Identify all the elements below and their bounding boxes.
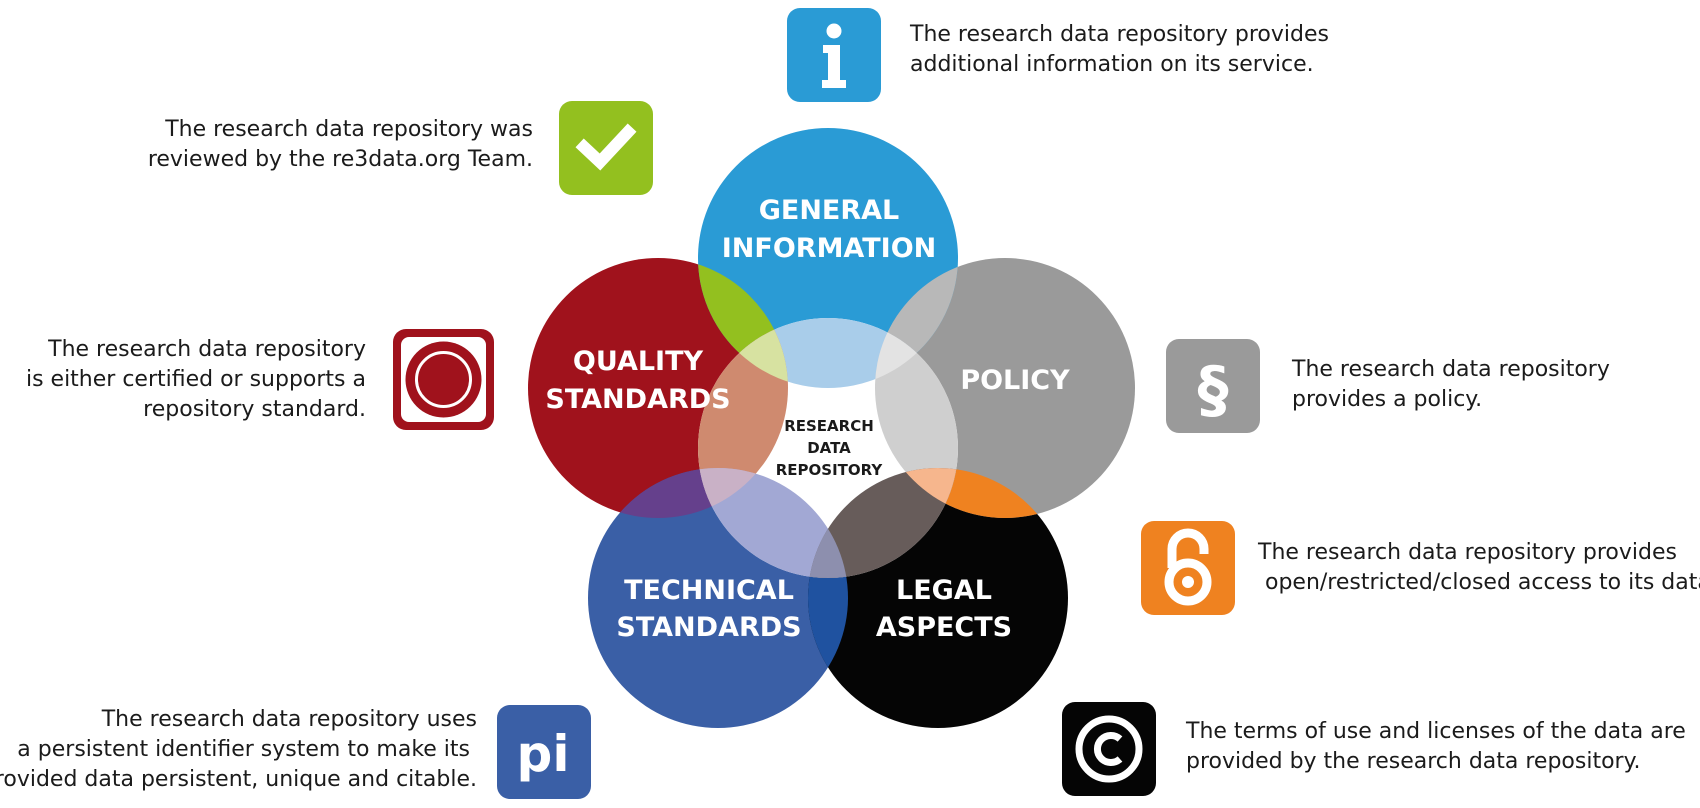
reviewed-description-line-1: The research data repository was [165, 117, 533, 142]
open-access-lock-icon [1141, 521, 1235, 615]
access-description-line-2: open/restricted/closed access to its dat… [1258, 570, 1700, 595]
access-description-line-1: The research data repository provides [1258, 540, 1677, 565]
pid-description-line-2: a persistent identifier system to make i… [17, 737, 477, 762]
center-label-3: REPOSITORY [776, 461, 884, 479]
info-description-line-1: The research data repository provides [910, 22, 1329, 47]
overlap-general-quality [698, 258, 788, 388]
technical-standards-label-2: STANDARDS [616, 612, 801, 643]
policy-description: The research data repository provides a … [1292, 355, 1610, 415]
license-description-line-1: The terms of use and licenses of the dat… [1186, 719, 1686, 744]
pid-description-line-1: The research data repository uses [101, 707, 477, 732]
license-description: The terms of use and licenses of the dat… [1186, 717, 1686, 777]
certified-description-line-3: repository standard. [143, 397, 366, 422]
policy-description-line-1: The research data repository [1292, 357, 1610, 382]
center-label-2: DATA [807, 439, 851, 457]
section-sign-icon: § [1166, 339, 1260, 433]
license-description-line-2: provided by the research data repository… [1186, 749, 1641, 774]
reviewed-description-line-2: reviewed by the re3data.org Team. [147, 147, 533, 172]
quality-standards-label-2: STANDARDS [545, 384, 730, 415]
overlap-general-policy [875, 258, 958, 388]
pid-description-line-3: provided data persistent, unique and cit… [0, 767, 477, 792]
access-description: The research data repository provides op… [1258, 538, 1700, 598]
technical-standards-label-1: TECHNICAL [624, 575, 794, 606]
checkmark-icon [559, 101, 653, 195]
general-information-label-2: INFORMATION [722, 233, 937, 264]
center-overlap-legal [808, 468, 958, 578]
certified-description-line-2: is either certified or supports a [25, 367, 366, 392]
seal-icon [393, 329, 494, 430]
center-label-1: RESEARCH [784, 417, 874, 435]
section-sign-glyph: § [1198, 353, 1229, 426]
certified-description-line-1: The research data repository [48, 337, 366, 362]
info-icon [787, 8, 881, 102]
pi-icon: pi [497, 705, 591, 799]
pi-glyph: pi [517, 725, 570, 783]
general-information-label-1: GENERAL [759, 195, 900, 226]
info-description: The research data repository provides ad… [910, 20, 1329, 80]
policy-description-line-2: provides a policy. [1292, 387, 1483, 412]
legal-aspects-label-1: LEGAL [896, 575, 992, 606]
pid-description: The research data repository uses a pers… [0, 705, 477, 795]
center-overlap-technical [698, 468, 848, 578]
quality-standards-label-1: QUALITY [573, 346, 704, 377]
info-description-line-2: additional information on its service. [910, 52, 1314, 77]
reviewed-description: The research data repository was reviewe… [148, 115, 533, 175]
policy-label: POLICY [960, 365, 1070, 396]
copyright-icon [1062, 702, 1156, 796]
legal-aspects-label-2: ASPECTS [876, 612, 1012, 643]
certified-description: The research data repository is either c… [26, 335, 366, 425]
